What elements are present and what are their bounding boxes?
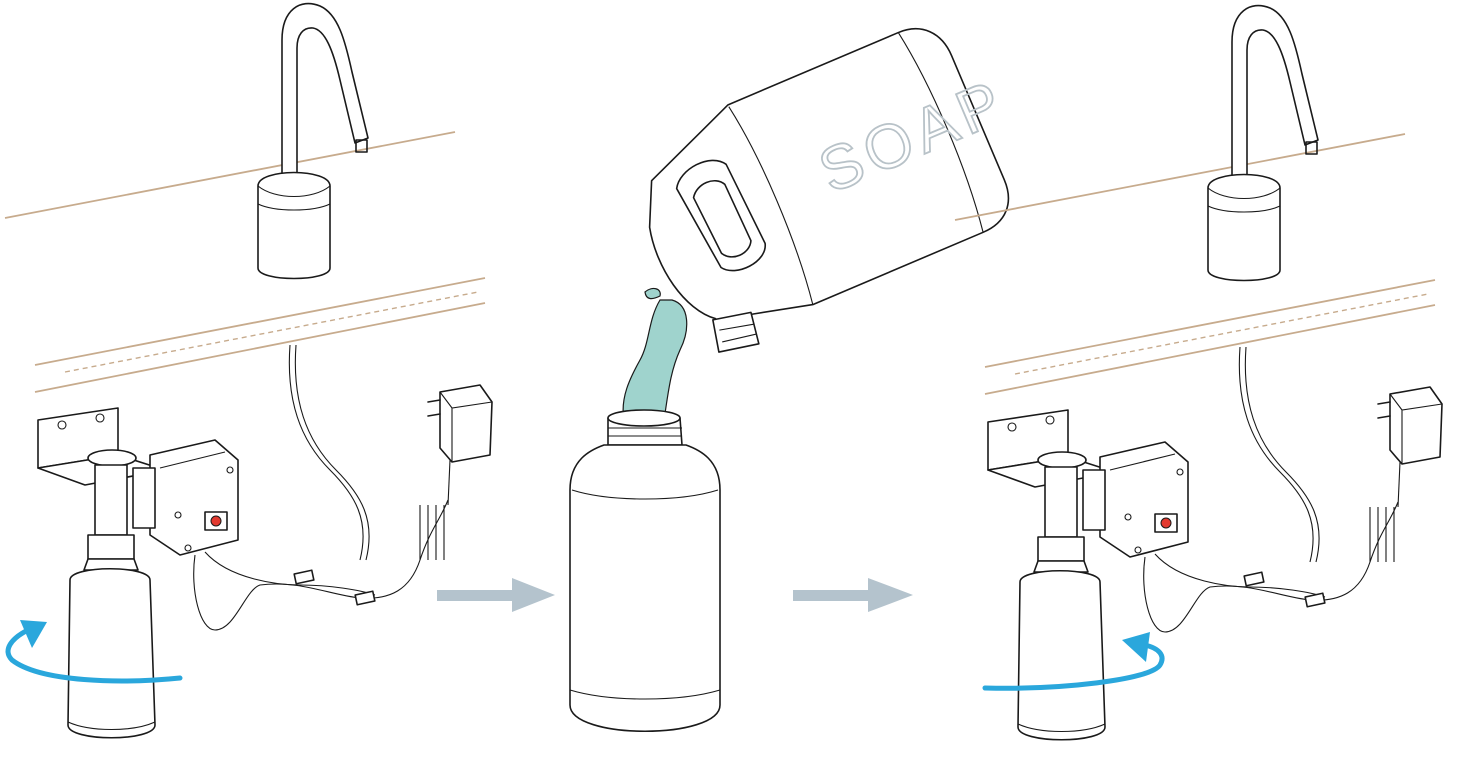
step-arrow-2-icon	[793, 578, 913, 612]
step-arrow-1-icon	[437, 578, 555, 612]
soap-stream	[623, 300, 687, 420]
step3-dispenser-installation	[955, 6, 1442, 740]
step2-refill-bottle	[570, 289, 720, 732]
step1-dispenser-installation	[5, 4, 492, 738]
